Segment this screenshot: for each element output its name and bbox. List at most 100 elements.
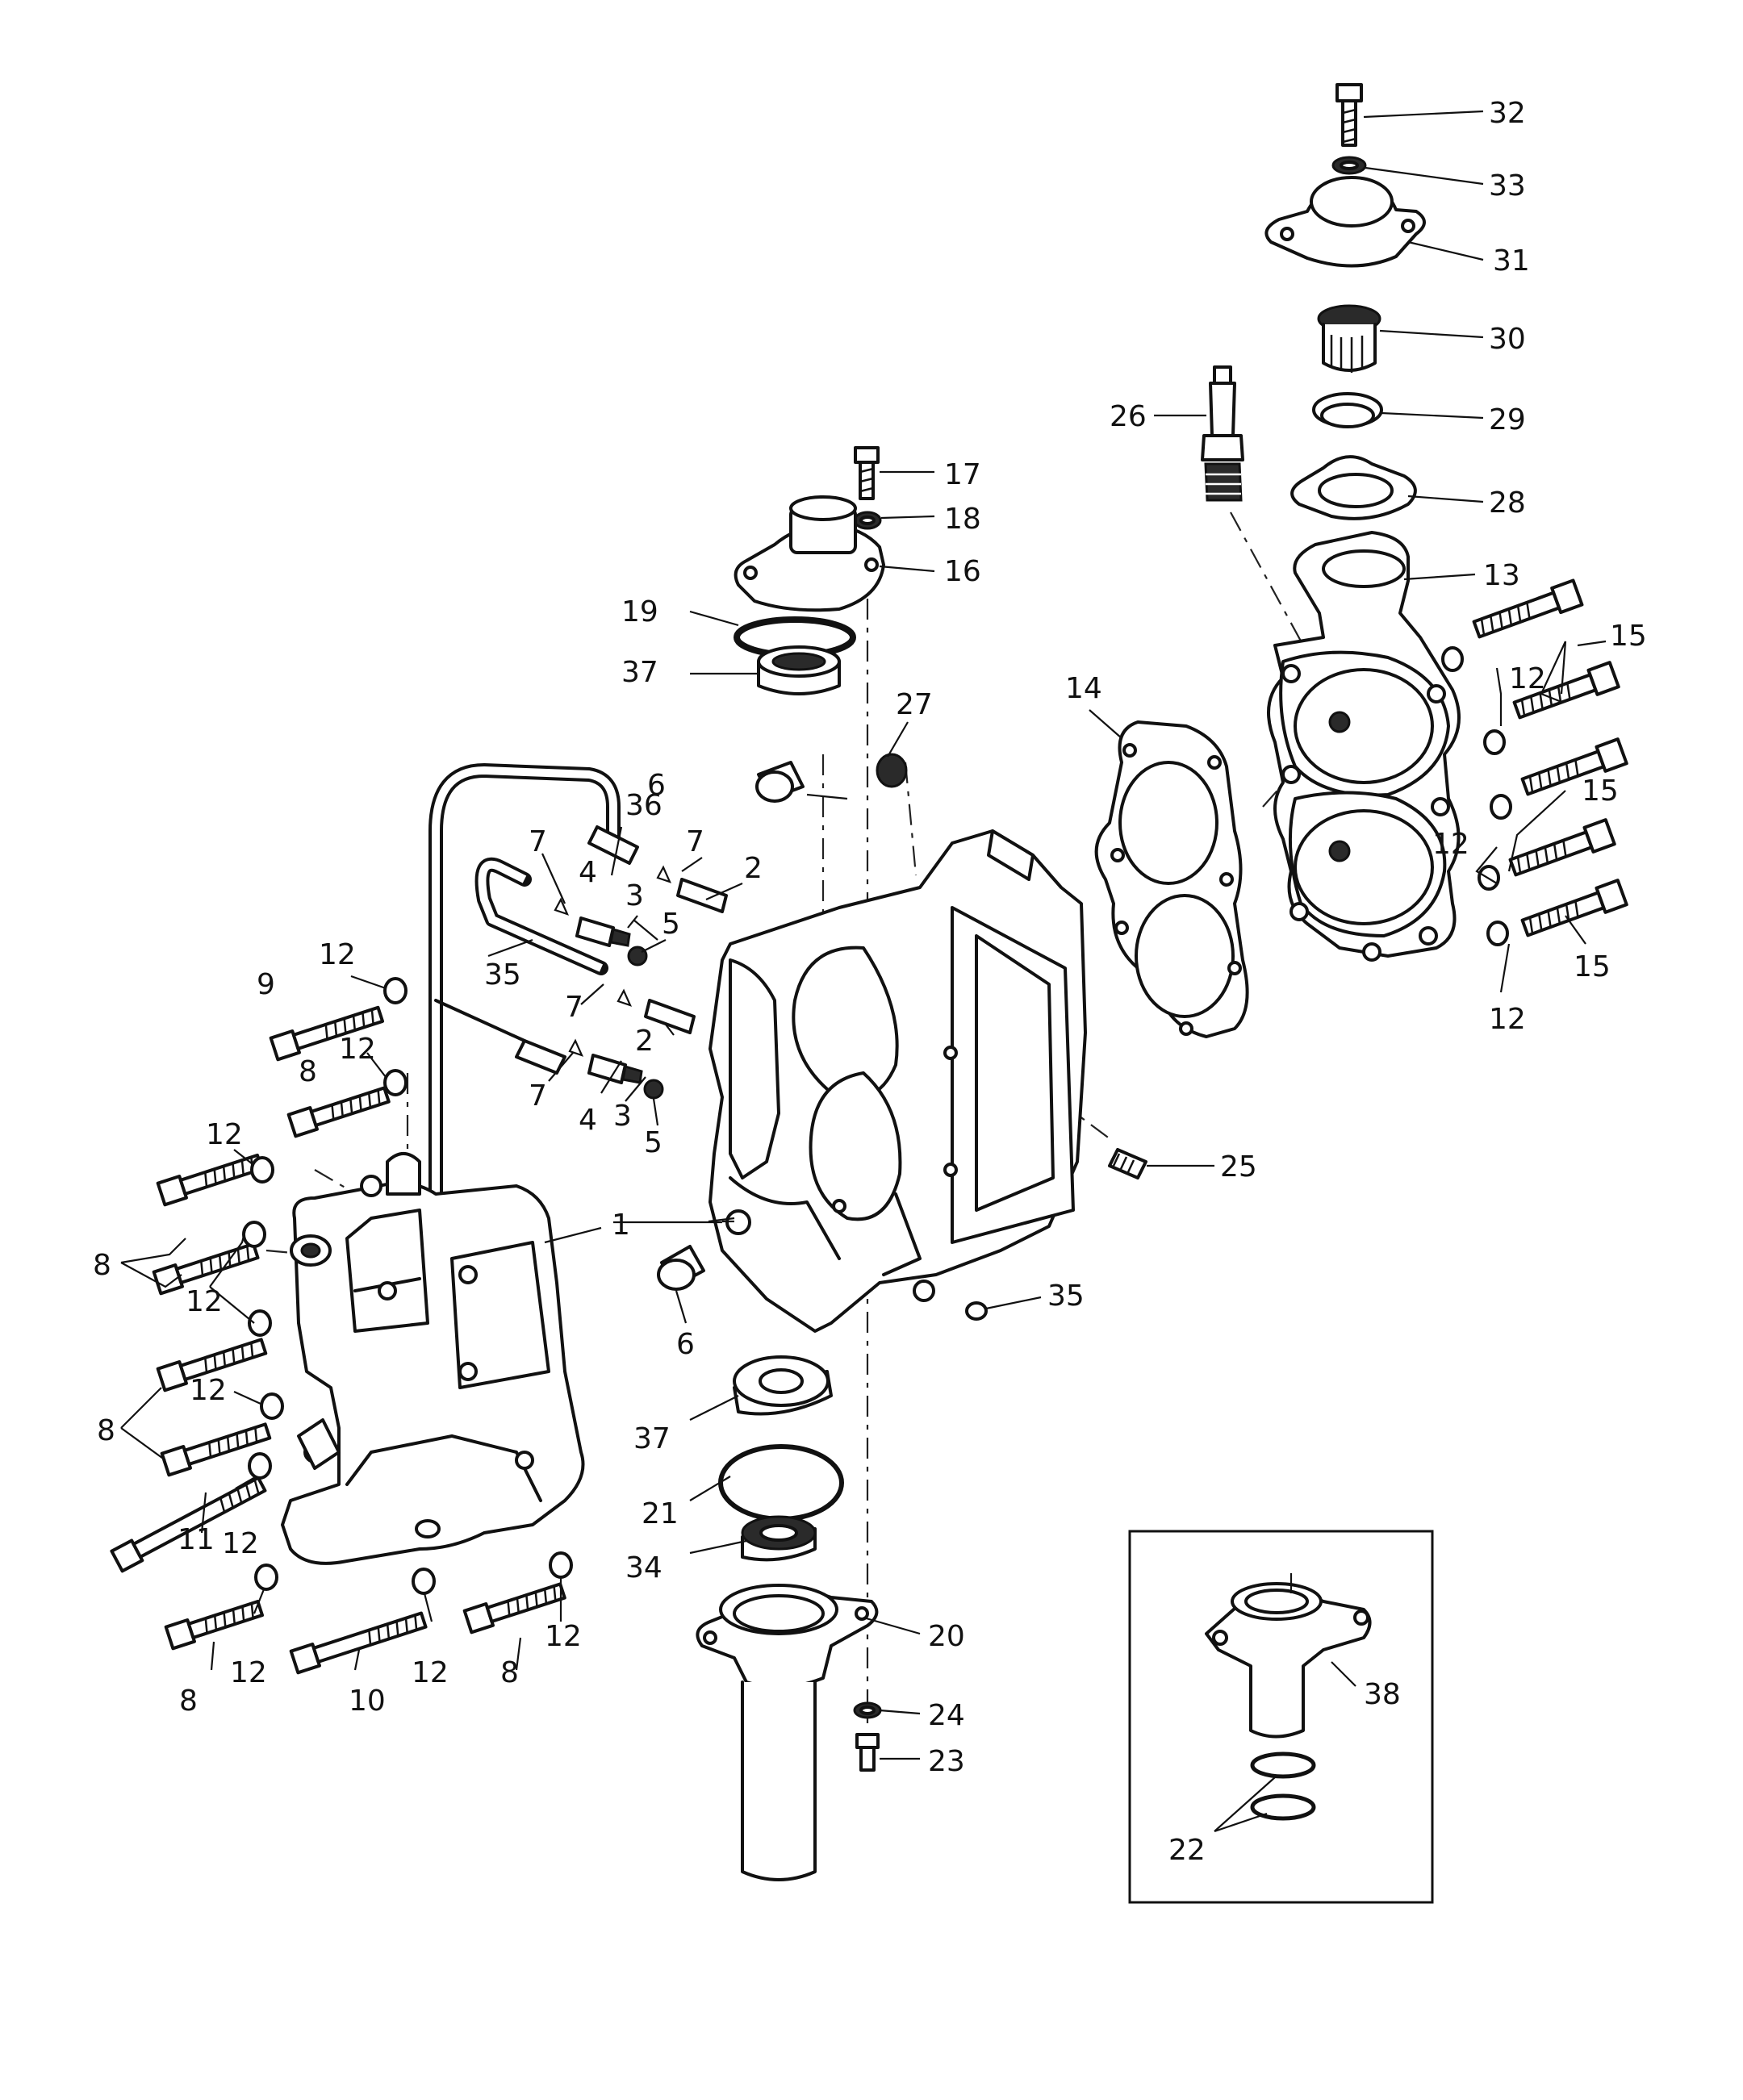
callout-6b: 6 (676, 1328, 695, 1361)
thermostat-cover-31 (1264, 176, 1426, 268)
callout-17: 17 (944, 458, 981, 491)
o-ring-21 (718, 1444, 844, 1522)
cylinder-block-1 (708, 829, 1087, 1333)
callout-26: 26 (1110, 400, 1147, 433)
callout-9: 9 (257, 968, 275, 1001)
callout-30: 30 (1489, 323, 1526, 356)
pin-25 (1108, 1148, 1147, 1179)
ring-29 (1312, 392, 1383, 428)
callout-8b: 8 (93, 1249, 111, 1282)
gasket-28 (1290, 455, 1417, 520)
callout-3b: 3 (613, 1100, 632, 1133)
callout-24: 24 (928, 1699, 965, 1732)
callout-5: 5 (662, 908, 680, 941)
callout-18: 18 (944, 503, 981, 536)
callout-21: 21 (642, 1497, 679, 1530)
seal-34 (741, 1515, 817, 1562)
seal-37-bottom (733, 1355, 833, 1416)
callout-12h: 12 (412, 1656, 449, 1689)
callout-12a: 12 (319, 938, 356, 971)
pin-35 (965, 1301, 988, 1321)
head-bolts-15 (1472, 578, 1628, 937)
callout-33: 33 (1489, 169, 1526, 202)
callout-13: 13 (1483, 559, 1520, 592)
callout-22: 22 (1168, 1834, 1206, 1867)
sender-26 (1201, 365, 1244, 502)
callout-36: 36 (625, 789, 663, 822)
callout-12e: 12 (190, 1374, 227, 1407)
bolt-23 (855, 1733, 880, 1772)
callout-35a: 35 (484, 958, 521, 992)
callout-14: 14 (1065, 672, 1102, 705)
callout-7b: 7 (686, 825, 704, 858)
callout-12b: 12 (339, 1033, 376, 1066)
callout-27: 27 (896, 688, 933, 721)
callout-12k: 12 (1432, 828, 1469, 861)
callout-1: 1 (612, 1209, 630, 1242)
washers-12-left (242, 977, 573, 1595)
left-bolts (110, 1005, 566, 1675)
callout-11: 11 (178, 1523, 215, 1556)
callout-12d: 12 (186, 1285, 223, 1318)
callout-34: 34 (625, 1551, 663, 1584)
callout-31: 31 (1493, 244, 1530, 278)
callout-8c: 8 (97, 1414, 115, 1447)
leader-lines (120, 110, 1607, 1833)
callout-16: 16 (944, 555, 981, 588)
callout-32: 32 (1489, 97, 1526, 130)
hose-36 (428, 763, 639, 1209)
seal-37-top (757, 645, 841, 695)
cover-16 (734, 495, 885, 612)
inset-frame (1128, 1530, 1434, 1904)
pin-27 (876, 753, 908, 788)
housing-20 (696, 1584, 879, 1881)
callout-8e: 8 (500, 1656, 519, 1689)
callout-12f: 12 (222, 1527, 259, 1560)
callout-25: 25 (1220, 1150, 1257, 1184)
seal-6-top (755, 761, 805, 803)
callout-4: 4 (579, 856, 597, 889)
callout-37a: 37 (621, 656, 658, 689)
callout-38: 38 (1364, 1678, 1401, 1711)
callout-2: 2 (744, 852, 763, 885)
callout-6: 6 (647, 769, 666, 802)
callout-2b: 2 (635, 1025, 654, 1058)
callout-12c: 12 (206, 1118, 243, 1151)
callout-4b: 4 (579, 1104, 597, 1137)
callout-12l: 12 (1489, 1003, 1526, 1036)
seal-6-bottom (657, 1245, 705, 1291)
hose-35 (434, 857, 608, 1075)
callout-37b: 37 (633, 1422, 671, 1455)
washers-12-right (1441, 646, 1512, 946)
inset-o-rings-22 (1250, 1751, 1316, 1821)
callout-7c: 7 (565, 991, 583, 1024)
callout-12g: 12 (230, 1656, 267, 1689)
callout-19: 19 (621, 595, 658, 628)
callout-3: 3 (625, 879, 644, 912)
exhaust-cover (281, 1152, 585, 1565)
head-gasket-14 (1094, 720, 1249, 1038)
inset-housing-38 (1205, 1573, 1372, 1739)
callout-15a: 15 (1610, 620, 1647, 653)
callout-15b: 15 (1582, 774, 1619, 808)
callout-28: 28 (1489, 486, 1526, 520)
callout-12j: 12 (1509, 662, 1546, 695)
callout-20: 20 (928, 1620, 965, 1653)
callout-35b: 35 (1047, 1280, 1085, 1313)
bolt-17 (854, 446, 880, 500)
thermostat-30 (1317, 304, 1381, 373)
callout-8a: 8 (299, 1055, 317, 1088)
callout-8d: 8 (179, 1685, 198, 1718)
cylinder-head-13 (1267, 531, 1461, 962)
callout-23: 23 (928, 1745, 965, 1778)
callout-12i: 12 (545, 1620, 582, 1653)
callout-5b: 5 (644, 1126, 663, 1159)
callout-15c: 15 (1574, 950, 1611, 983)
callout-29: 29 (1489, 403, 1526, 436)
callout-7a: 7 (529, 825, 547, 858)
callout-labels: 1 2 2 3 3 4 4 5 5 6 6 7 7 7 7 8 8 8 8 8 … (93, 97, 1647, 1867)
bolt-32 (1335, 83, 1363, 147)
callout-10: 10 (349, 1685, 386, 1718)
callout-7d: 7 (529, 1079, 547, 1113)
